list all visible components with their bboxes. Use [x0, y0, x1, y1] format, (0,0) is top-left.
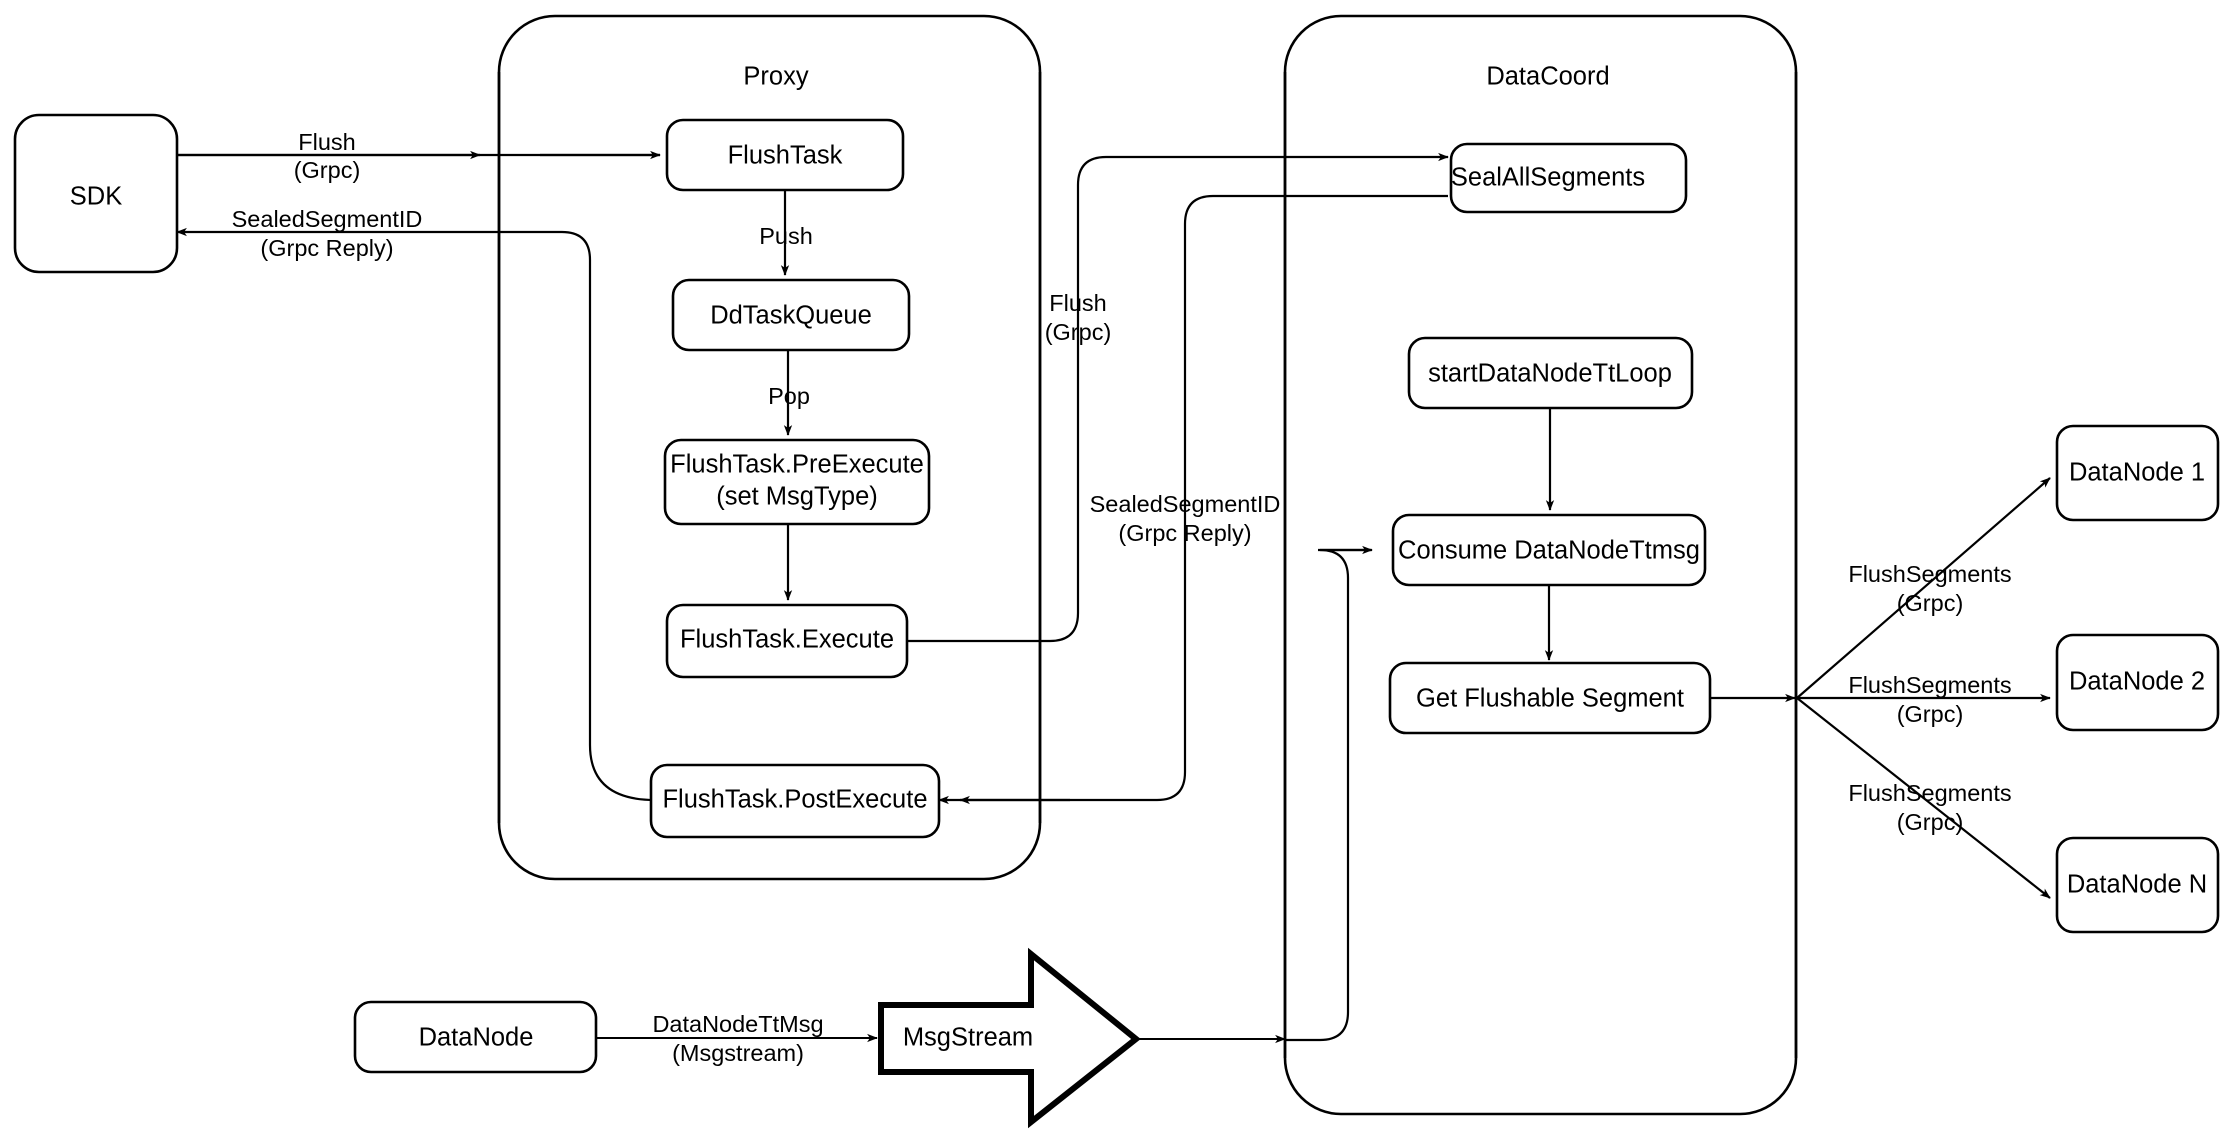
edge-label-sealed-proxy-l2: (Grpc Reply): [260, 235, 393, 261]
edge-label-dc-sealed-l1: SealedSegmentID: [1090, 491, 1281, 517]
node-datanode-n-label: DataNode N: [2067, 871, 2207, 899]
edge-proxy-to-sdk-sealedsegmentid: [176, 227, 656, 802]
edge-label-datanodettmsg-l1: DataNodeTtMsg: [652, 1011, 823, 1037]
edge-label-flushsegments1-l2: (Grpc): [1897, 590, 1964, 616]
node-preexecute-label-l2: (set MsgType): [716, 483, 878, 511]
node-msgstream-label: MsgStream: [903, 1024, 1033, 1052]
edge-flushsegments-datanoden: [1796, 697, 2051, 899]
edge-label-flushsegmentsn-l1: FlushSegments: [1848, 780, 2011, 806]
node-datanode-1[interactable]: [2055, 424, 2220, 522]
node-flushtask-preexecute[interactable]: [663, 438, 931, 526]
node-flushtask-label: FlushTask: [728, 142, 843, 170]
edge-label-dc-flush-l2: (Grpc): [1045, 319, 1112, 345]
edge-flushsegments-datanode1: [1796, 477, 2051, 699]
node-sdk-label: SDK: [70, 183, 122, 211]
node-datanode-2-label: DataNode 2: [2069, 668, 2205, 696]
edge-msgstream-route: [1285, 548, 1371, 1042]
node-datanode-1-label: DataNode 1: [2069, 459, 2205, 487]
edge-label-flushsegments2-l2: (Grpc): [1897, 701, 1964, 727]
node-datanode-2[interactable]: [2055, 633, 2220, 732]
edge-label-flushsegments2-l1: FlushSegments: [1848, 672, 2011, 698]
node-postexecute-label: FlushTask.PostExecute: [662, 786, 927, 814]
edge-datacoord-to-proxy-sealedsegmentid: [938, 194, 1448, 805]
node-ddtaskqueue[interactable]: [671, 278, 911, 352]
edge-label-dc-flush-l1: Flush: [1049, 290, 1106, 316]
edge-label-push: Push: [759, 223, 813, 249]
edge-label-sealed-proxy-l1: SealedSegmentID: [232, 206, 423, 232]
node-startttloop-label: startDataNodeTtLoop: [1428, 360, 1672, 388]
node-sdk[interactable]: [13, 113, 179, 274]
node-datanode-n[interactable]: [2055, 836, 2220, 934]
shape-msgstream-arrow: [878, 947, 1141, 1129]
node-sealallsegments[interactable]: [1449, 142, 1688, 214]
edge-label-dc-sealed-l2: (Grpc Reply): [1118, 520, 1251, 546]
edge-label-flushsegmentsn-l2: (Grpc): [1897, 809, 1964, 835]
node-datanode-source-label: DataNode: [419, 1024, 534, 1052]
node-execute-label: FlushTask.Execute: [680, 626, 894, 654]
edge-label-pop: Pop: [768, 383, 810, 409]
edge-proxy-to-datacoord-flush: [907, 152, 1449, 643]
edge-label-datanodettmsg-l2: (Msgstream): [672, 1040, 804, 1066]
node-preexecute-label-l1: FlushTask.PreExecute: [670, 451, 924, 479]
edge-label-flush-l2: (Grpc): [294, 157, 361, 183]
node-sealallsegments-label: SealAllSegments: [1451, 164, 1645, 192]
group-proxy-label: Proxy: [743, 63, 808, 91]
node-ddtaskqueue-label: DdTaskQueue: [710, 302, 872, 330]
group-datacoord-label: DataCoord: [1486, 63, 1609, 91]
node-getflushable-label: Get Flushable Segment: [1416, 685, 1684, 713]
edge-label-flush-l1: Flush: [298, 129, 355, 155]
edge-label-flushsegments1-l1: FlushSegments: [1848, 561, 2011, 587]
node-consume-label: Consume DataNodeTtmsg: [1398, 537, 1700, 565]
